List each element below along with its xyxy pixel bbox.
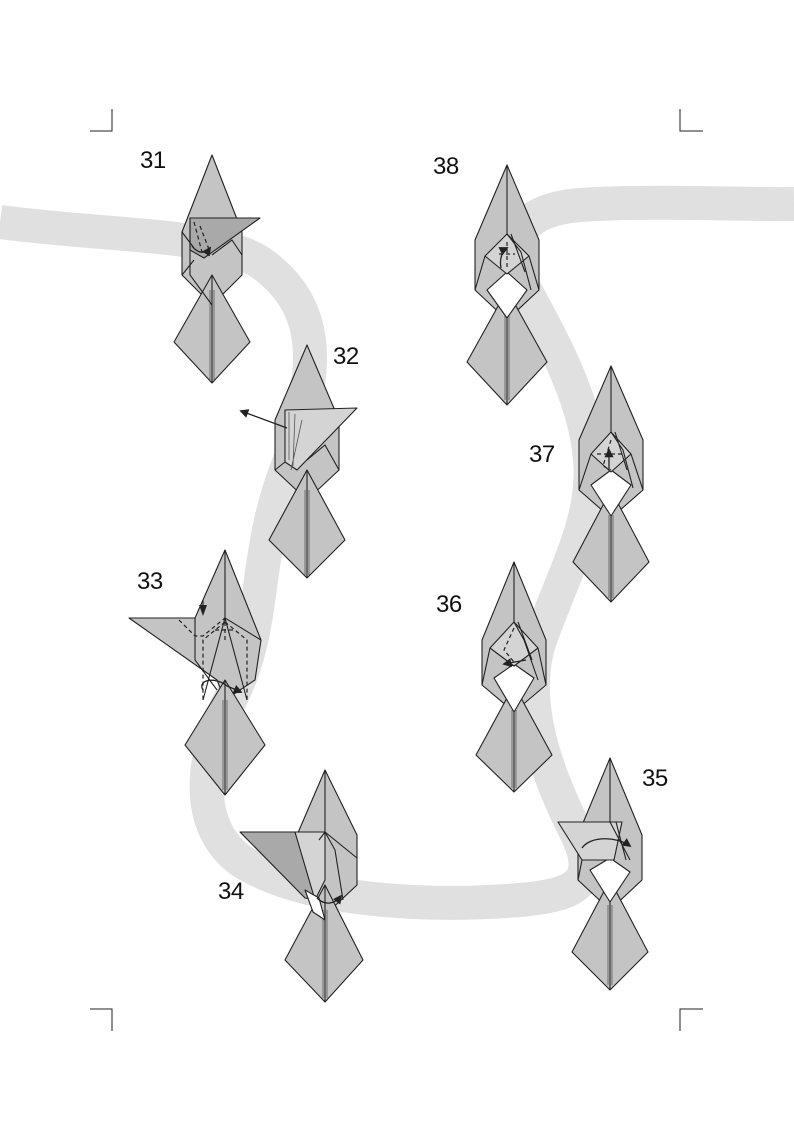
step-36-diagram [475,561,553,793]
step-38-diagram [466,164,548,406]
step-number-38: 38 [433,153,459,180]
step-number-32: 32 [333,343,359,370]
step-number-33: 33 [137,568,163,595]
step-number-31: 31 [140,147,166,174]
step-32-diagram [239,344,358,579]
step-number-34: 34 [218,878,244,905]
sequence-path [0,185,794,920]
crop-marks [90,109,703,1031]
step-35-diagram [557,757,649,991]
step-number-37: 37 [529,441,555,468]
step-37-diagram [572,365,650,603]
step-number-35: 35 [642,765,668,792]
step-33-diagram [128,549,266,796]
step-31-diagram [173,154,261,384]
step-34-diagram [239,769,364,1003]
step-number-36: 36 [436,591,462,618]
